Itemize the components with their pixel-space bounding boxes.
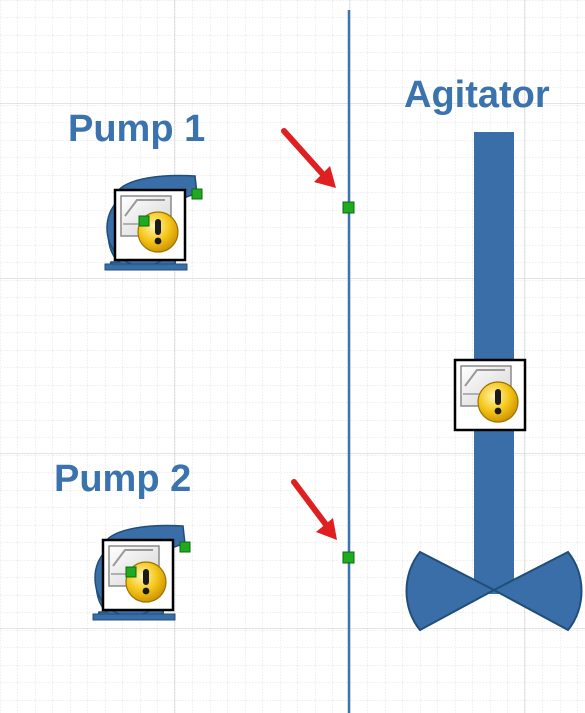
pump-2-label: Pump 2 xyxy=(54,458,192,500)
pump-1-label: Pump 1 xyxy=(68,108,206,150)
red-arrow-icon-upper xyxy=(281,128,336,188)
agitator-blade-left xyxy=(405,550,497,632)
agitator[interactable] xyxy=(405,132,583,632)
agitator-blade-right xyxy=(491,550,583,632)
pump-2-outlet-connector[interactable] xyxy=(179,541,191,553)
pump-2[interactable] xyxy=(92,524,191,621)
pump-1-outlet-connector[interactable] xyxy=(191,188,203,200)
warning-exclamation-icon xyxy=(101,538,175,612)
red-arrow-icon-lower xyxy=(291,479,337,540)
connection-point-upper[interactable] xyxy=(342,201,355,214)
pump-1-inlet-connector[interactable] xyxy=(138,215,150,227)
pump-2-inlet-connector[interactable] xyxy=(125,566,137,578)
pump-1[interactable] xyxy=(104,174,203,271)
warning-exclamation-icon xyxy=(453,358,527,432)
agitator-label: Agitator xyxy=(404,74,550,116)
connection-point-lower[interactable] xyxy=(342,551,355,564)
warning-exclamation-icon xyxy=(113,188,187,262)
